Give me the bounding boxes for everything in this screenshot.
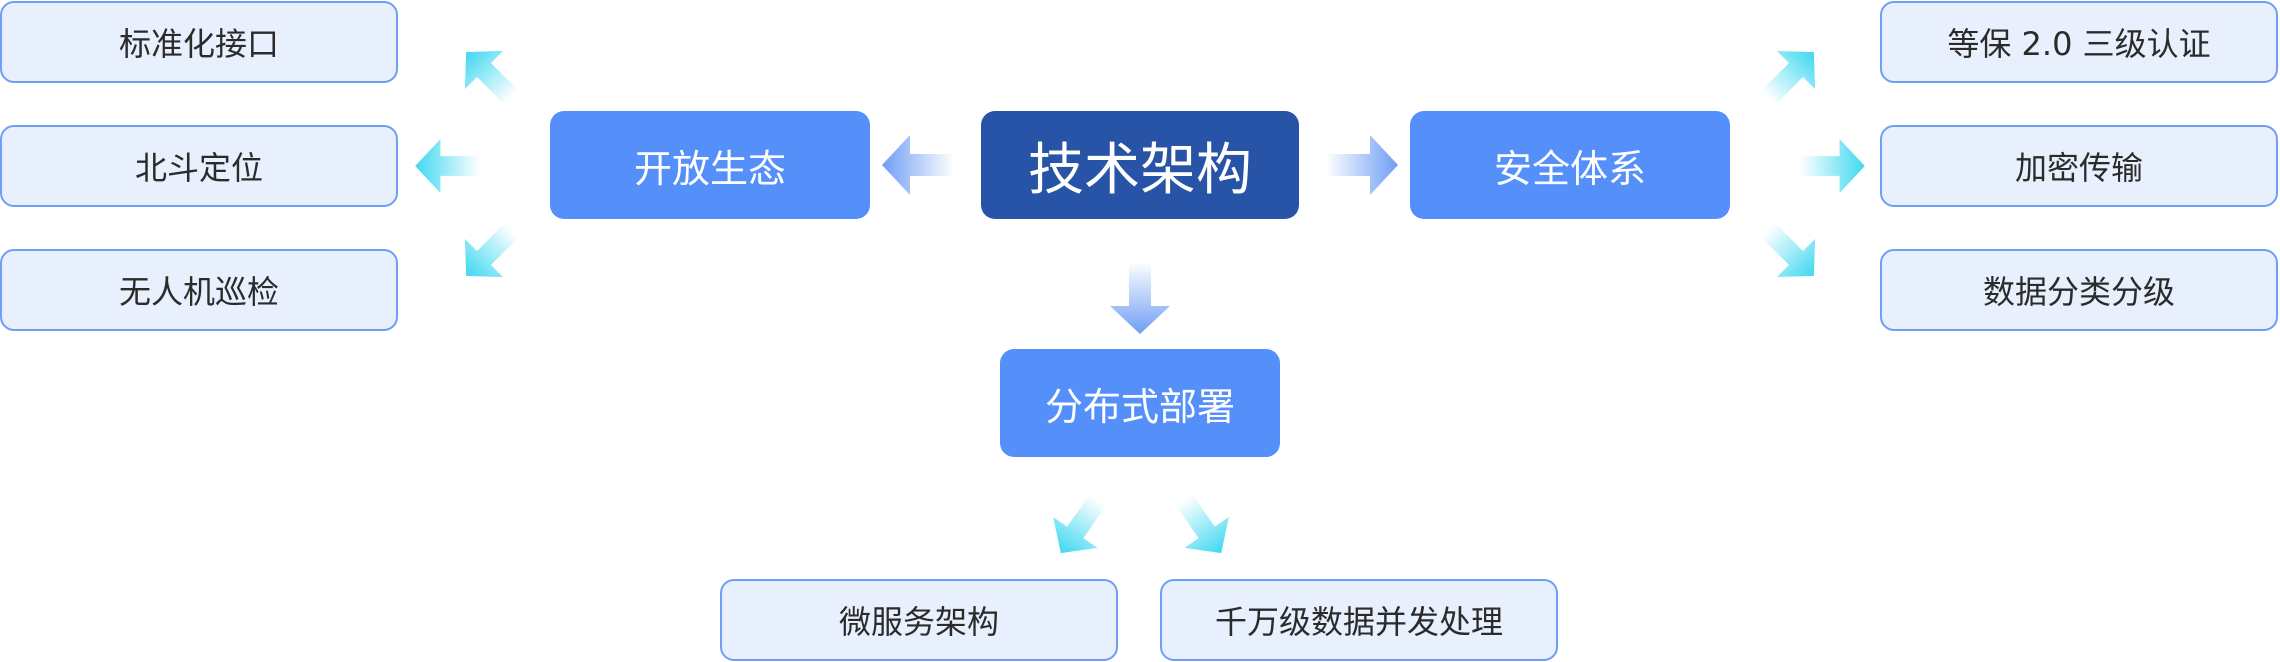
branch-node-bottom: 分布式部署 bbox=[1000, 349, 1280, 457]
core-node: 技术架构 bbox=[981, 111, 1299, 219]
arrow-right-to-leaf-3 bbox=[1748, 210, 1833, 295]
branch-left-label: 开放生态 bbox=[633, 146, 786, 191]
leaf-label: 北斗定位 bbox=[134, 149, 263, 187]
leaf-right-1: 等保 2.0 三级认证 bbox=[1880, 1, 2278, 83]
arrow-right-to-leaf-2 bbox=[1800, 139, 1865, 193]
leaf-left-1: 标准化接口 bbox=[0, 1, 398, 83]
leaf-label: 等保 2.0 三级认证 bbox=[1947, 25, 2211, 63]
arrow-bottom-to-leaf-2 bbox=[1161, 484, 1244, 569]
leaf-bottom-2: 千万级数据并发处理 bbox=[1160, 579, 1558, 661]
arrow-left-to-leaf-2 bbox=[415, 139, 480, 193]
branch-right-label: 安全体系 bbox=[1493, 146, 1646, 191]
branch-bottom-label: 分布式部署 bbox=[1044, 384, 1235, 429]
leaf-label: 微服务架构 bbox=[838, 603, 999, 641]
leaf-bottom-1: 微服务架构 bbox=[720, 579, 1118, 661]
arrow-left-to-leaf-3 bbox=[447, 210, 532, 295]
arrow-bottom-to-leaf-1 bbox=[1038, 484, 1121, 569]
arrow-right-to-leaf-1 bbox=[1748, 33, 1833, 118]
arrow-left-to-leaf-1 bbox=[447, 33, 532, 118]
leaf-right-2: 加密传输 bbox=[1880, 125, 2278, 207]
leaf-label: 数据分类分级 bbox=[1982, 273, 2175, 311]
core-node-label: 技术架构 bbox=[1028, 137, 1252, 203]
leaf-left-3: 无人机巡检 bbox=[0, 249, 398, 331]
leaf-label: 标准化接口 bbox=[118, 25, 279, 63]
arrow-center-to-bottom bbox=[1110, 262, 1170, 334]
leaf-right-3: 数据分类分级 bbox=[1880, 249, 2278, 331]
leaf-label: 加密传输 bbox=[2014, 149, 2143, 187]
branch-node-left: 开放生态 bbox=[550, 111, 870, 219]
leaf-left-2: 北斗定位 bbox=[0, 125, 398, 207]
leaf-label: 无人机巡检 bbox=[118, 273, 279, 311]
branch-node-right: 安全体系 bbox=[1410, 111, 1730, 219]
leaf-label: 千万级数据并发处理 bbox=[1214, 603, 1503, 641]
arrow-center-to-right bbox=[1326, 135, 1398, 195]
arrow-center-to-left bbox=[882, 135, 954, 195]
